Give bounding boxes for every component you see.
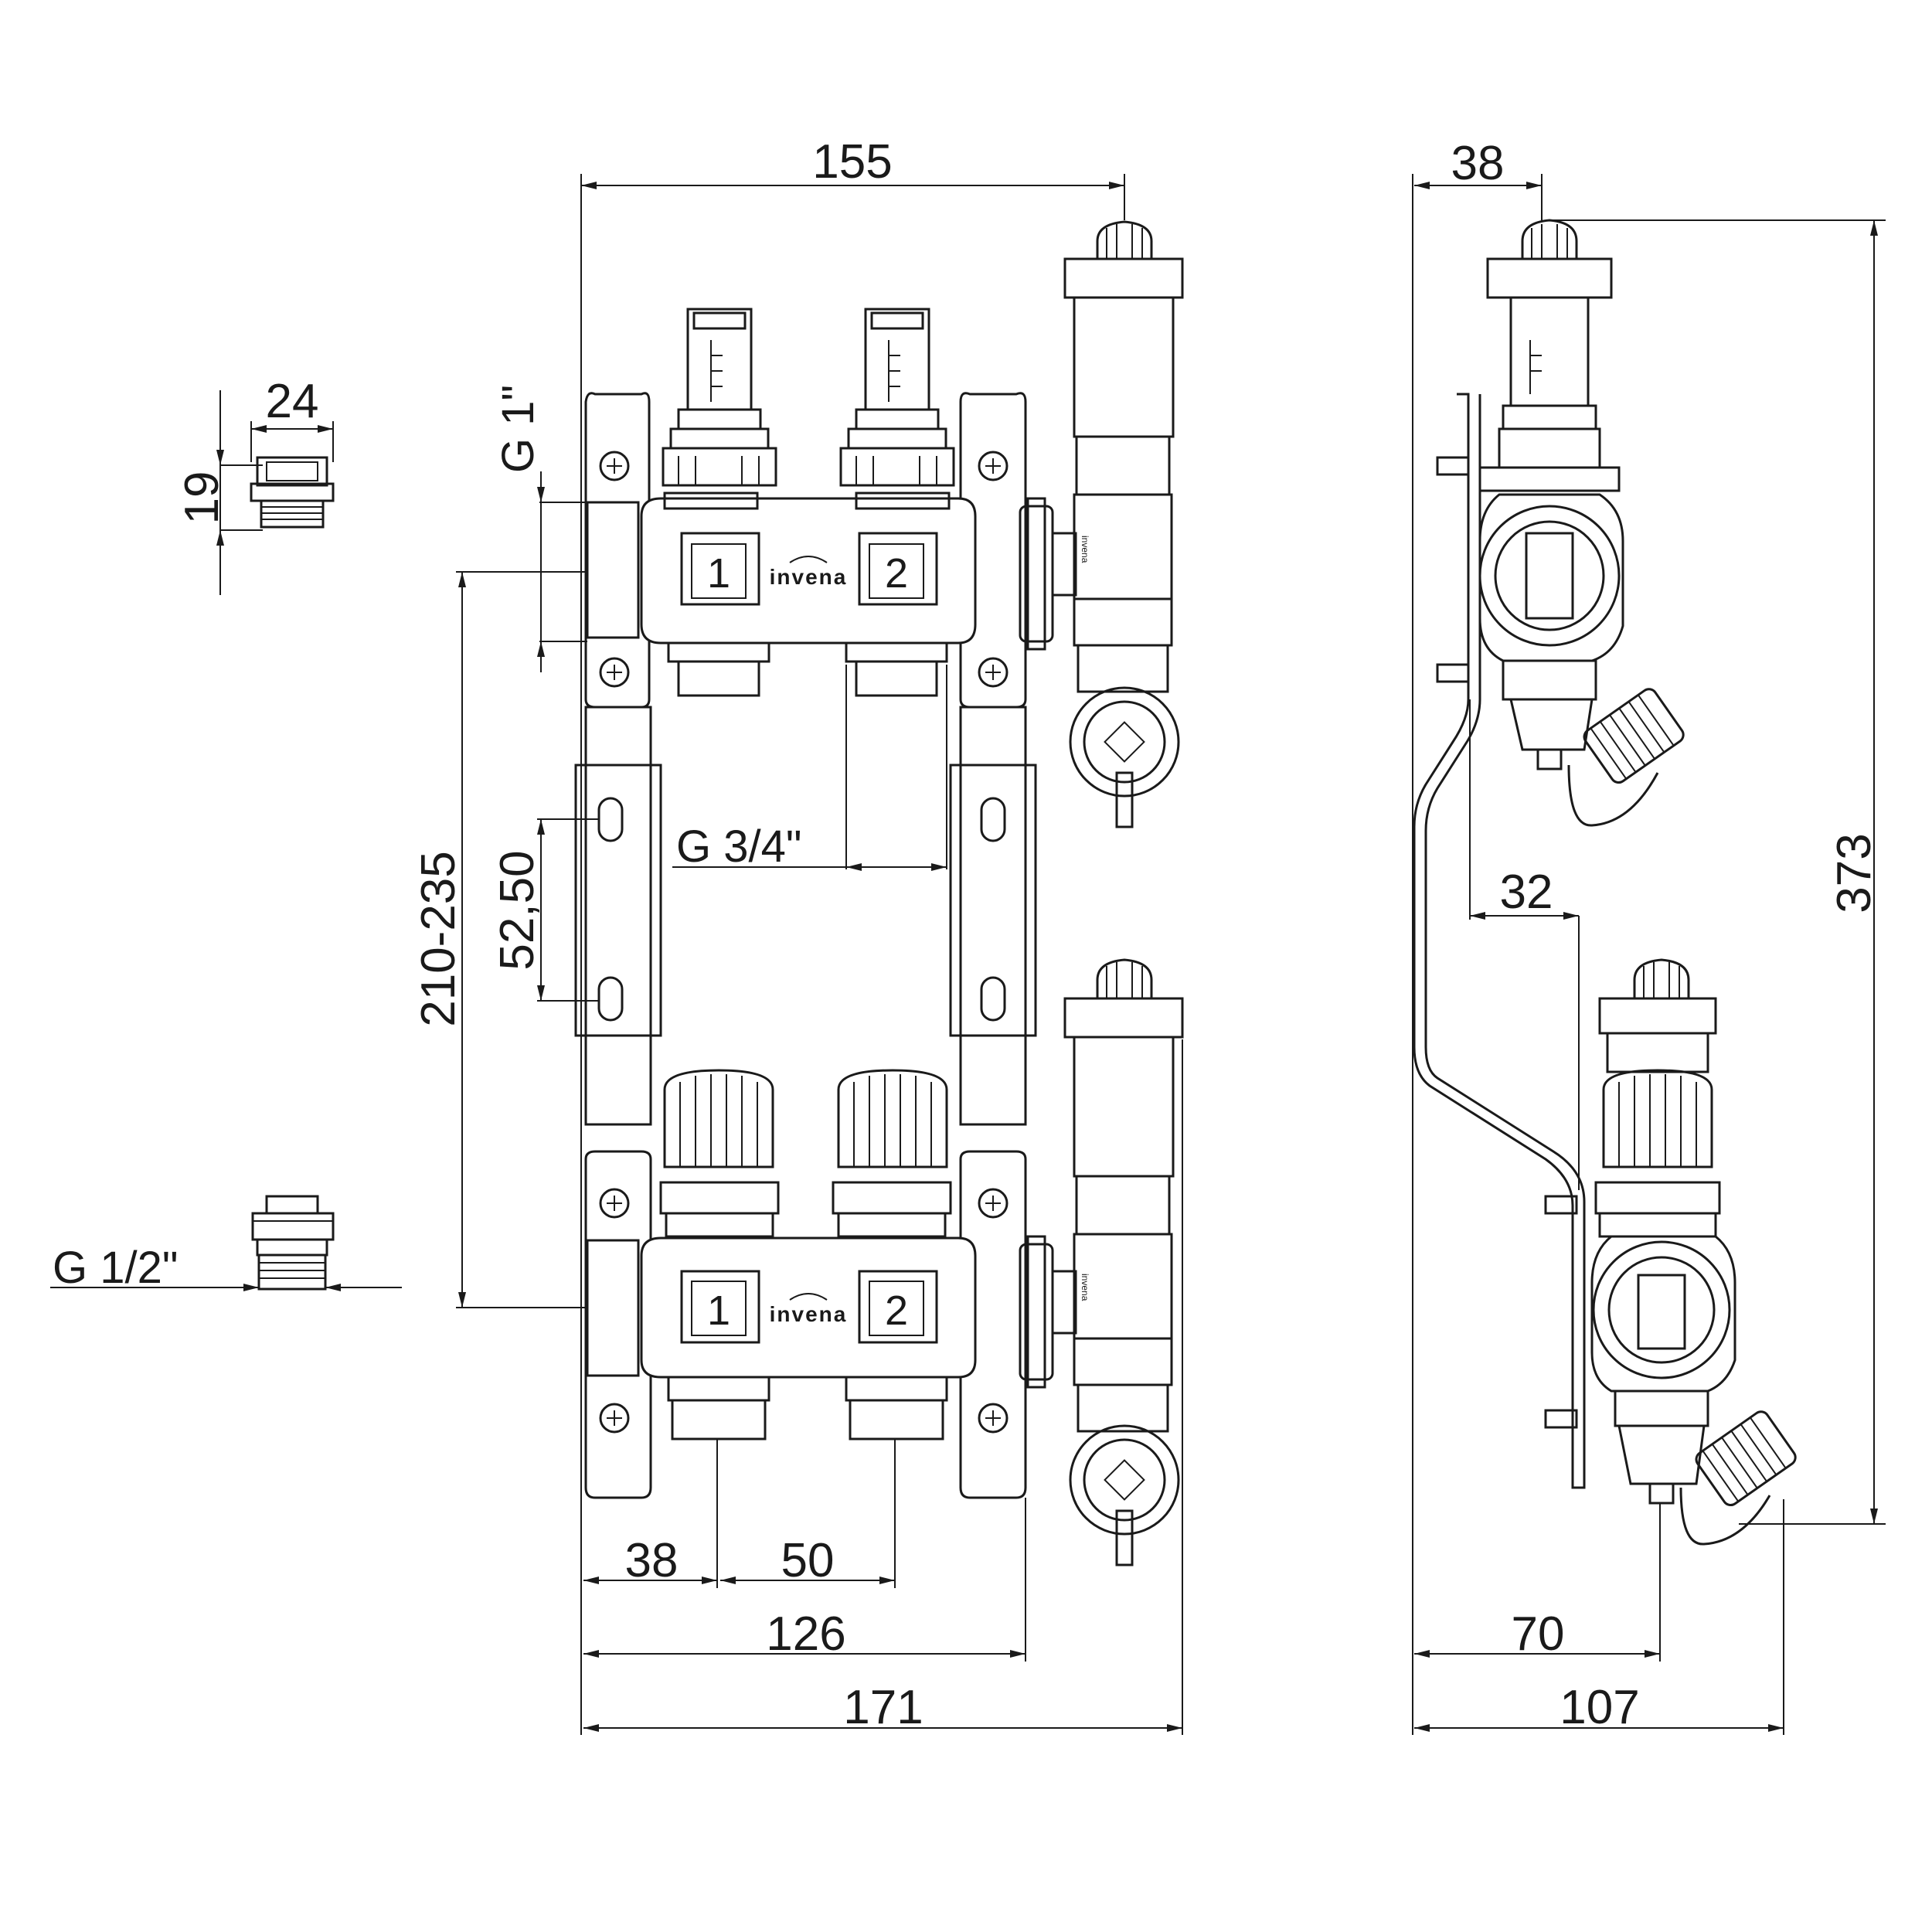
bottom-outlet-2-label: 2 <box>885 1287 908 1334</box>
dimension-373: 373 <box>1553 219 1886 1525</box>
dimension-side-70: 70 <box>1414 1503 1661 1662</box>
dimension-155: 155 <box>580 135 1125 1113</box>
dimension-height-range: 210-235 <box>412 571 587 1308</box>
top-outlet-2-label: 2 <box>885 550 908 597</box>
dimension-171: 171 <box>583 1039 1183 1735</box>
dimension-g12: G 1/2" <box>50 1243 402 1293</box>
dimension-side-32: 32 <box>1469 699 1580 1190</box>
fitting-top <box>250 456 335 529</box>
dim-19-text: 19 <box>175 471 229 525</box>
dim-210-235-text: 210-235 <box>412 851 465 1027</box>
top-manifold: 1 2 invena <box>586 492 1054 697</box>
valve-knob-2 <box>832 1069 952 1238</box>
flow-meter-1 <box>662 308 777 487</box>
dim-52-50-text: 52,50 <box>491 850 544 970</box>
dimension-fitting-height: 19 <box>175 390 263 595</box>
right-bracket <box>949 392 1037 1499</box>
dimension-side-107: 107 <box>1414 1499 1784 1735</box>
dim-24-text: 24 <box>266 375 319 428</box>
bottom-brand-label: invena <box>770 1302 848 1326</box>
bottom-outlet-1-label: 1 <box>707 1287 730 1334</box>
bottom-air-vent: invena <box>1051 958 1184 1566</box>
dim-126-text: 126 <box>766 1607 845 1661</box>
flow-meter-2 <box>839 308 955 487</box>
valve-knob-1 <box>659 1069 780 1238</box>
g34-label: G 3/4" <box>676 821 801 872</box>
dim-side-107-text: 107 <box>1560 1681 1639 1734</box>
left-bracket <box>574 392 662 1499</box>
dimension-g1: G 1" <box>493 385 587 672</box>
dim-50-text: 50 <box>781 1534 835 1587</box>
dim-side-32-text: 32 <box>1500 866 1553 919</box>
top-air-vent: invena <box>1051 220 1184 828</box>
dim-373-text: 373 <box>1828 833 1881 913</box>
dimension-fitting-width: 24 <box>250 375 334 462</box>
top-brand-label: invena <box>770 565 848 589</box>
dimension-slot-spacing: 52,50 <box>491 818 599 1002</box>
dim-155-text: 155 <box>812 135 892 189</box>
bottom-vent-brand: invena <box>1080 1274 1090 1301</box>
dim-side-70-text: 70 <box>1512 1607 1565 1661</box>
dim-side-38-text: 38 <box>1451 137 1505 190</box>
dimension-outlets: 38 50 <box>583 1439 896 1588</box>
dimension-side-38: 38 <box>1412 137 1543 1735</box>
bottom-manifold: 1 2 invena <box>586 1235 1054 1440</box>
g12-label: G 1/2" <box>53 1243 178 1293</box>
g1-label: G 1" <box>493 385 543 473</box>
side-view <box>1413 219 1797 1546</box>
dim-171-text: 171 <box>843 1681 923 1734</box>
dimension-126: 126 <box>580 1113 1026 1735</box>
dimension-g34: G 3/4" <box>672 665 947 872</box>
top-vent-brand: invena <box>1080 536 1090 563</box>
top-outlet-1-label: 1 <box>707 550 730 597</box>
fitting-bottom <box>251 1195 335 1291</box>
dim-38-bottom-text: 38 <box>625 1534 679 1587</box>
